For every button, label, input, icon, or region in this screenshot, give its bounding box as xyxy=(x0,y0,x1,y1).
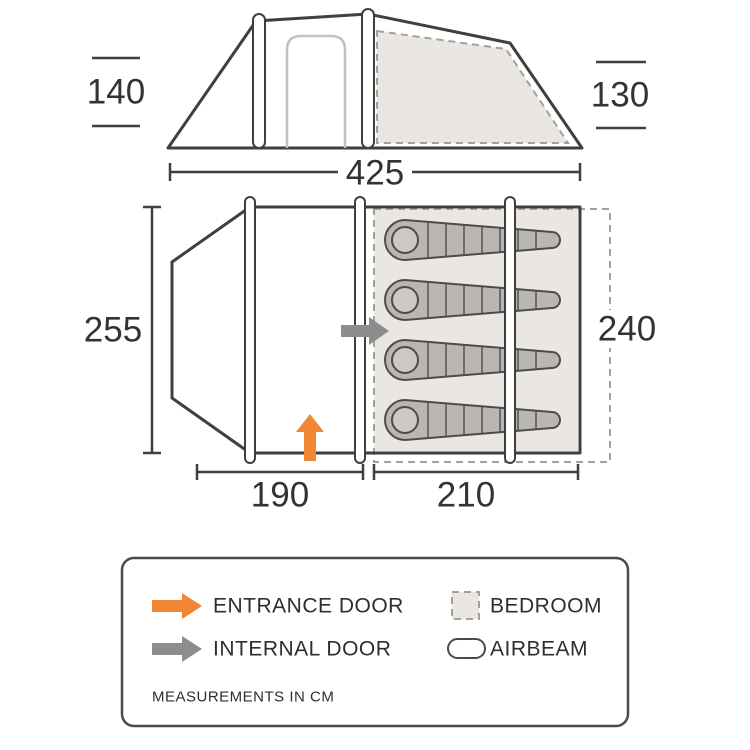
legend-internal-arrow-icon xyxy=(152,636,202,662)
legend-airbeam-label: AIRBEAM xyxy=(490,638,588,661)
dimension-porch-length: 190 xyxy=(195,464,365,515)
floor-plan: 255 240 190 210 xyxy=(84,196,661,515)
legend-bedroom-swatch-icon xyxy=(451,591,480,620)
side-airbeam-tube xyxy=(252,13,266,149)
internal-door-arrow xyxy=(341,317,389,345)
dimension-bedroom-length: 210 xyxy=(372,464,580,515)
dimension-plan-width: 255 xyxy=(84,205,161,455)
dimension-bedroom-depth: 240 xyxy=(595,310,661,349)
tent-side-outline xyxy=(166,12,584,150)
dimension-height-right: 130 xyxy=(591,60,649,130)
entrance-door-arrow xyxy=(296,414,324,461)
side-elevation: 140 130 425 xyxy=(87,8,649,193)
legend-entrance-arrow-icon xyxy=(152,593,202,619)
dim-label-140: 140 xyxy=(87,73,145,112)
dimension-height-left: 140 xyxy=(87,56,145,128)
side-door-outline xyxy=(285,34,347,148)
legend-box xyxy=(120,556,630,728)
legend-internal-label: INTERNAL DOOR xyxy=(213,638,391,661)
legend-bedroom-label: BEDROOM xyxy=(490,595,602,618)
dim-label-130: 130 xyxy=(591,76,649,115)
dim-label-190: 190 xyxy=(251,476,309,515)
plan-airbeam-tube xyxy=(504,196,516,464)
side-airbeam-tube xyxy=(361,8,375,149)
dim-label-210: 210 xyxy=(437,476,495,515)
legend-entrance-label: ENTRANCE DOOR xyxy=(213,595,404,618)
dim-label-425: 425 xyxy=(346,154,404,193)
legend-measurements-note: MEASUREMENTS IN CM xyxy=(152,689,334,706)
dim-label-240: 240 xyxy=(598,310,656,349)
dim-label-255: 255 xyxy=(84,311,142,350)
legend-airbeam-swatch-icon xyxy=(447,638,486,659)
tent-porch-end xyxy=(170,205,252,455)
dimension-total-length: 425 xyxy=(168,154,582,193)
plan-airbeam-tube xyxy=(244,196,256,464)
side-bedroom-area xyxy=(376,29,570,144)
legend: ENTRANCE DOOR INTERNAL DOOR BEDROOM AIRB… xyxy=(120,556,630,728)
